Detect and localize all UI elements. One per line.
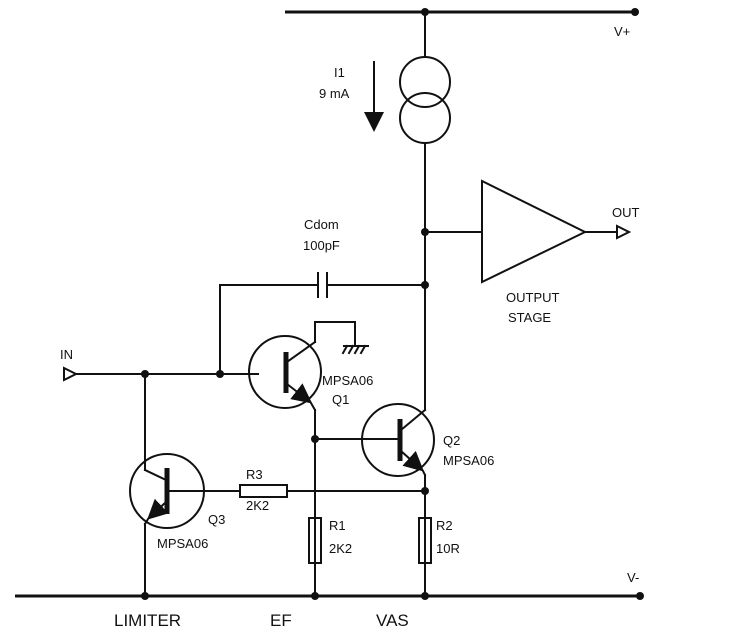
current-source-i1 [399, 11, 451, 379]
r1-name: R1 [329, 518, 346, 533]
positive-rail [285, 8, 639, 16]
capacitor-value: 100pF [303, 238, 340, 253]
output-stage-amplifier [424, 179, 632, 284]
q1-name: Q1 [332, 392, 349, 407]
transistor-q3 [129, 373, 205, 597]
q2-name: Q2 [443, 433, 460, 448]
resistor-r1 [308, 517, 322, 564]
capacitor-cdom [219, 272, 426, 375]
output-label: OUT [612, 205, 640, 220]
r3-value: 2K2 [246, 498, 269, 513]
output-stage-label-line1: OUTPUT [506, 290, 560, 305]
section-ef: EF [270, 611, 292, 630]
r2-name: R2 [436, 518, 453, 533]
section-vas: VAS [376, 611, 409, 630]
r3-name: R3 [246, 467, 263, 482]
resistor-r2 [418, 517, 432, 564]
q3-part: MPSA06 [157, 536, 208, 551]
capacitor-name: Cdom [304, 217, 339, 232]
q2-part: MPSA06 [443, 453, 494, 468]
r1-value: 2K2 [329, 541, 352, 556]
current-source-value: 9 mA [319, 86, 350, 101]
section-limiter: LIMITER [114, 611, 181, 630]
input-terminal [63, 366, 259, 382]
q1-part: MPSA06 [322, 373, 373, 388]
transistor-q2 [314, 377, 435, 597]
input-label: IN [60, 347, 73, 362]
r2-value: 10R [436, 541, 460, 556]
q3-name: Q3 [208, 512, 225, 527]
negative-rail-label: V- [627, 570, 639, 585]
output-stage-label-line2: STAGE [508, 310, 551, 325]
resistor-r3 [169, 484, 426, 498]
current-source-name: I1 [334, 65, 345, 80]
negative-rail [15, 592, 644, 600]
positive-rail-label: V+ [614, 24, 630, 39]
